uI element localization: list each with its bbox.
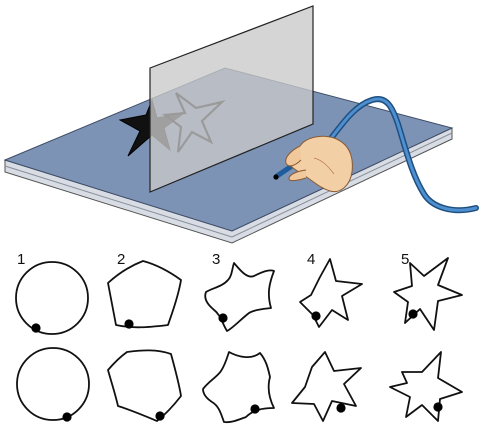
trial-label-1: 1 [17,251,25,268]
hand [285,135,353,193]
stylus-tip [273,174,279,180]
mirror-glass [149,5,314,193]
circle-shape [16,347,90,421]
start-dot [336,403,346,413]
start-dot [433,402,443,412]
hand-thumb [285,145,302,167]
trial-shapes-row-2 [16,347,463,424]
trial-label-3: 3 [212,251,220,268]
irregular-star-shape [393,257,463,331]
mirror-reflection [162,92,226,153]
start-dot [124,319,134,329]
concave-pentagon-shape [204,262,275,332]
irregular-star-shape [389,351,463,422]
five-point-star-shape [299,258,363,328]
trial-label-4: 4 [307,251,315,268]
mirror-panel [149,5,314,193]
pentagon-shape [107,349,182,422]
start-dot [250,404,260,414]
start-dot [408,309,418,319]
stylus-cable-highlight [327,97,478,212]
tablet-edge [4,165,233,238]
five-point-star-shape [291,351,362,422]
start-dot [31,323,41,333]
hand-finger [288,169,307,182]
start-dot [155,411,165,421]
concave-pentagon-shape [202,351,275,424]
trial-label-5: 5 [401,251,409,268]
trial-shapes-row-1 [15,257,463,335]
start-dot [218,313,228,323]
trial-label-2: 2 [117,251,125,268]
hand-knuckles [313,157,335,175]
start-dot [62,412,72,422]
circle-shape [15,261,89,335]
start-dot [311,311,321,321]
pentagon-shape [107,260,182,329]
